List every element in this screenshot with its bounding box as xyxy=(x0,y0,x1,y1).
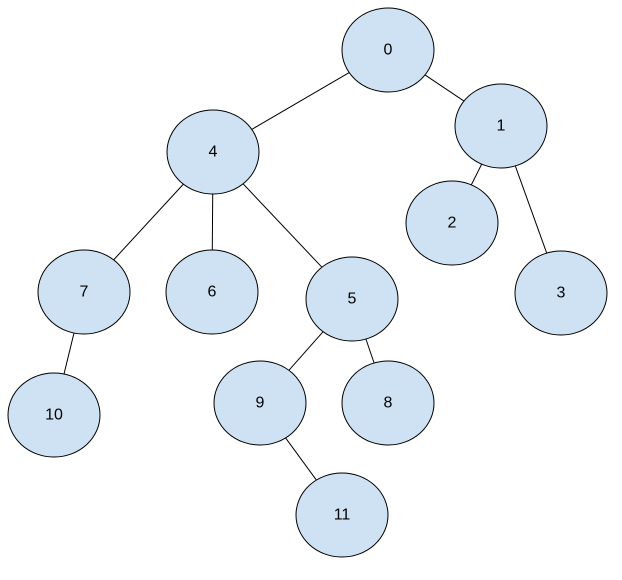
node-label-4: 4 xyxy=(209,144,218,161)
node-circle-1 xyxy=(454,83,548,169)
node-4: 4 xyxy=(166,109,260,195)
node-5: 5 xyxy=(305,256,399,342)
node-label-0: 0 xyxy=(384,42,393,59)
node-3: 3 xyxy=(514,250,608,336)
node-circle-8 xyxy=(341,360,435,446)
node-label-9: 9 xyxy=(256,395,265,412)
node-layer: 0 1 2 3 4 5 6 7 8 9 10 11 xyxy=(7,7,608,558)
node-label-2: 2 xyxy=(448,215,457,232)
node-circle-3 xyxy=(514,250,608,336)
edge-5-8 xyxy=(365,338,375,364)
node-label-11: 11 xyxy=(334,507,351,524)
edge-4-5 xyxy=(242,183,323,268)
node-8: 8 xyxy=(341,360,435,446)
node-label-10: 10 xyxy=(45,407,63,424)
node-circle-6 xyxy=(165,249,259,335)
node-label-6: 6 xyxy=(208,284,217,301)
node-circle-9 xyxy=(213,360,307,446)
node-10: 10 xyxy=(7,372,101,458)
node-label-1: 1 xyxy=(497,118,506,135)
node-circle-5 xyxy=(305,256,399,342)
node-circle-2 xyxy=(405,180,499,266)
node-circle-7 xyxy=(37,249,131,335)
node-6: 6 xyxy=(165,249,259,335)
edge-0-4 xyxy=(251,72,350,130)
node-9: 9 xyxy=(213,360,307,446)
edge-1-2 xyxy=(470,163,483,186)
edge-4-7 xyxy=(113,183,184,261)
node-11: 11 xyxy=(295,472,389,558)
node-circle-11 xyxy=(295,472,389,558)
node-7: 7 xyxy=(37,249,131,335)
edge-layer xyxy=(63,72,548,481)
node-label-5: 5 xyxy=(348,291,357,308)
node-0: 0 xyxy=(341,7,435,93)
edge-7-10 xyxy=(63,332,75,375)
edge-0-1 xyxy=(424,74,465,102)
node-circle-10 xyxy=(7,372,101,458)
node-circle-4 xyxy=(166,109,260,195)
node-label-7: 7 xyxy=(80,284,89,301)
edge-9-11 xyxy=(285,437,317,481)
node-label-8: 8 xyxy=(384,395,393,412)
node-label-3: 3 xyxy=(557,285,566,302)
edge-1-3 xyxy=(514,165,548,254)
node-circle-0 xyxy=(341,7,435,93)
node-2: 2 xyxy=(405,180,499,266)
node-1: 1 xyxy=(454,83,548,169)
edge-5-9 xyxy=(288,331,324,371)
